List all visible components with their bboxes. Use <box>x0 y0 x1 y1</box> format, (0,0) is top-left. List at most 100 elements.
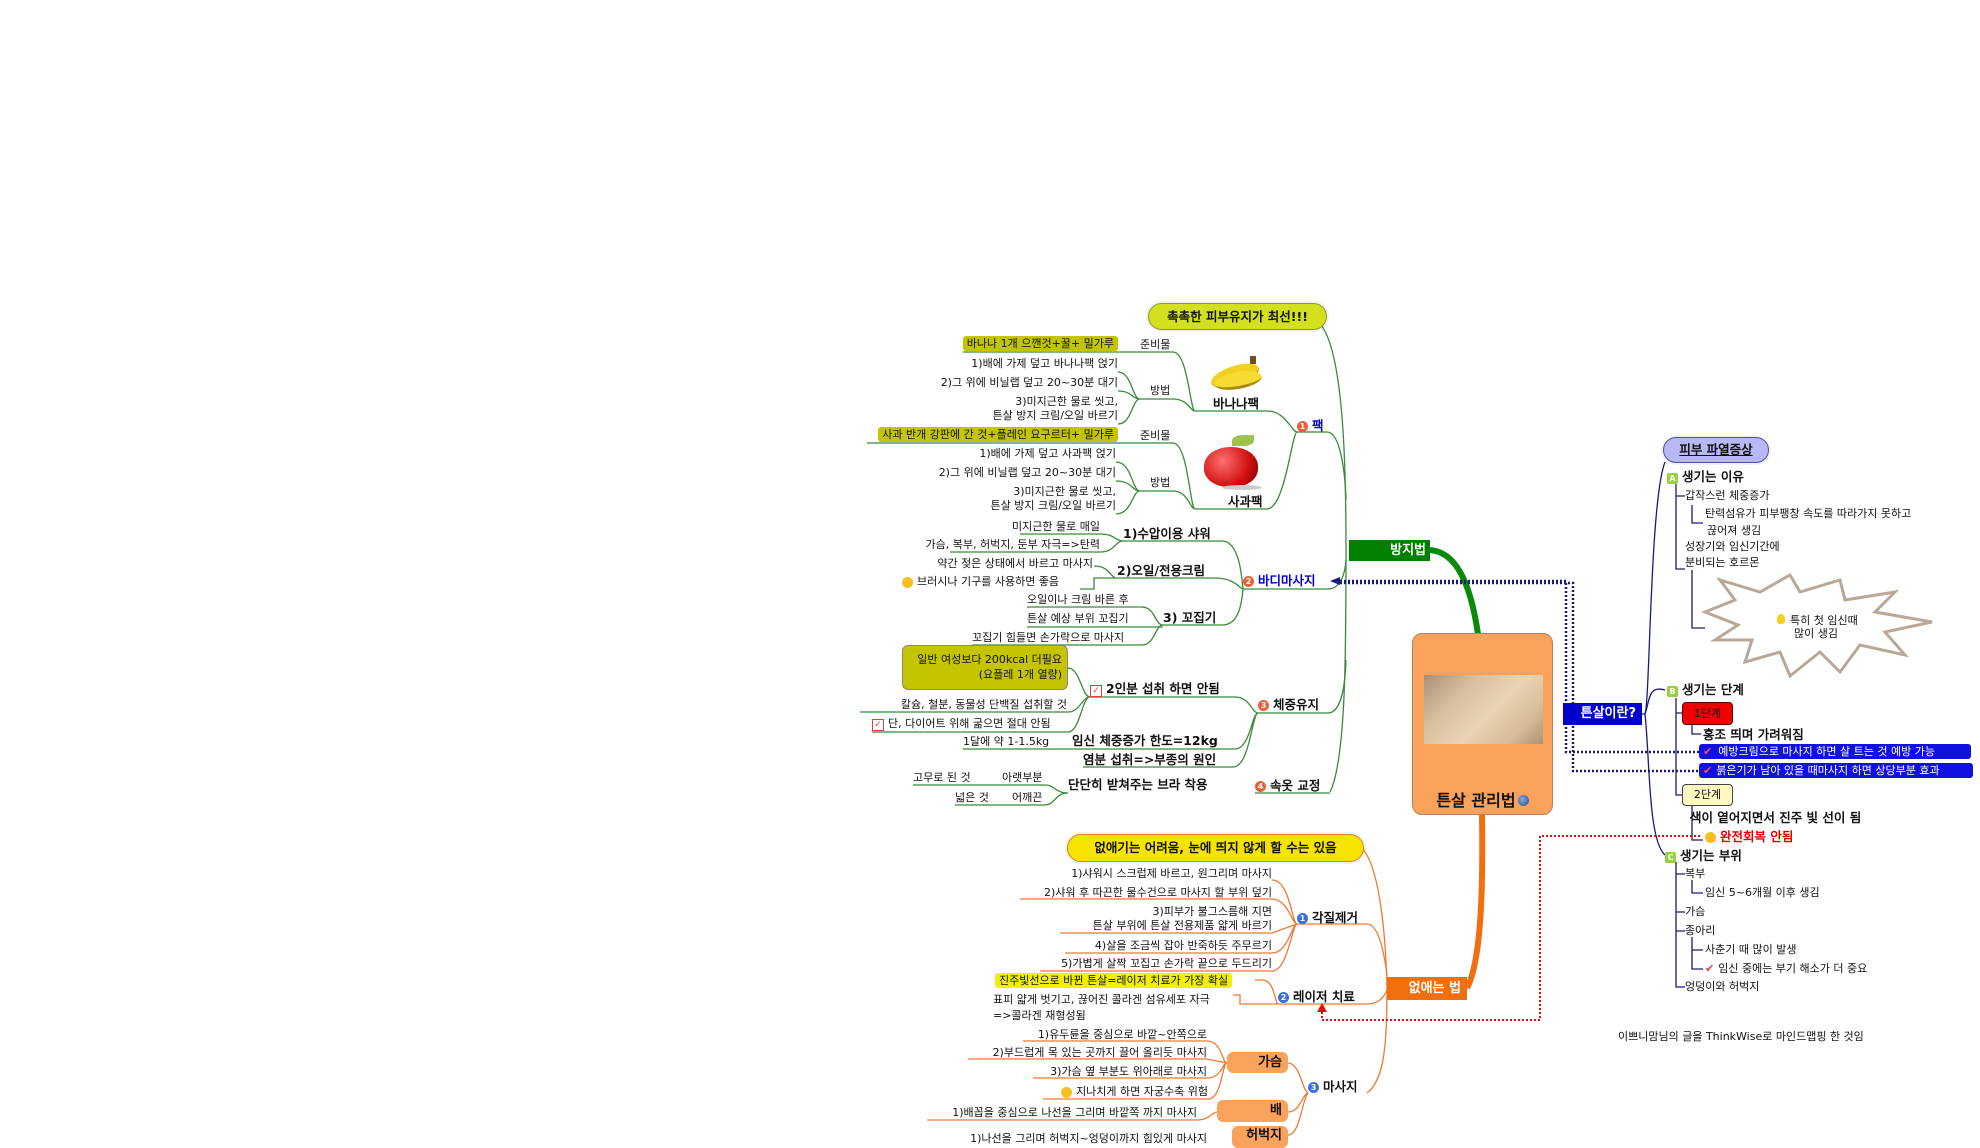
globe-icon <box>1517 795 1529 806</box>
location-abdomen: 복부 <box>1685 867 1706 880</box>
chest-step-1: 1)유두륜을 중심으로 바깥~안쪽으로 <box>1037 1028 1207 1041</box>
stage-1-note-2: ✔붉은기가 남아 있을 때마사지 하면 상당부분 효과 <box>1699 763 1973 778</box>
stage-2-warning: 완전회복 안됨 <box>1705 829 1793 844</box>
location-chest: 가슴 <box>1685 905 1706 918</box>
cause-2: 성장기와 임신기간에 <box>1685 540 1780 553</box>
exfoliation-step-3b: 튼살 부위에 튼살 전용제품 얇게 바르기 <box>1092 919 1272 932</box>
letter-a-icon: A <box>1667 473 1678 484</box>
belly-step-1: 1)배꼽을 중심으로 나선을 그리며 바깥쪽 까지 마사지 <box>952 1106 1197 1119</box>
bra-part-strap: 어깨끈 <box>1012 791 1043 804</box>
prevention-callout: 촉촉한 피부유지가 최선!!! <box>1148 303 1327 330</box>
salt-node[interactable]: 염분 섭취=>부종의 원인 <box>1083 752 1217 767</box>
banana-step-1: 1)배에 가제 덮고 바나나팩 얹기 <box>971 357 1118 370</box>
cause-1-detail-b: 끊어져 생김 <box>1707 524 1762 537</box>
no-diet-item: ✓단, 다이어트 위해 굶으면 절대 안됨 <box>872 717 1051 731</box>
apple-step-1: 1)배에 가제 덮고 사과팩 얹기 <box>979 447 1116 460</box>
sad-face-icon <box>1061 1086 1073 1098</box>
apple-pack-node[interactable]: 사과팩 <box>1228 494 1263 509</box>
banana-materials-label: 준비물 <box>1140 338 1171 351</box>
chest-step-2: 2)부드럽게 목 있는 곳까지 끌어 올리듯 마사지 <box>992 1046 1207 1059</box>
monthly-gain: 1달에 약 1-1.5kg <box>963 735 1050 748</box>
apple-step-3: 3)미지근한 물로 씻고, <box>1013 485 1116 498</box>
pinch-item-3: 꼬집기 힘들면 손가락으로 마사지 <box>972 631 1125 644</box>
pinch-node[interactable]: 3) 꼬집기 <box>1163 610 1217 625</box>
laser-highlight: 진주빛선으로 바뀐 튼살=레이저 치료가 가장 확실 <box>995 973 1233 988</box>
lightbulb-icon <box>1777 614 1785 624</box>
banana-step-3: 3)미지근한 물로 씻고, <box>1015 395 1118 408</box>
about-callout: 피부 파열증상 <box>1663 437 1769 463</box>
banana-step-3b: 튼살 방지 크림/오일 바르기 <box>992 409 1118 422</box>
exfoliation-step-2: 2)샤워 후 따끈한 물수건으로 마사지 할 부위 덮기 <box>1043 886 1272 899</box>
letter-c-icon: C <box>1665 852 1676 863</box>
exfoliation-step-3: 3)피부가 불그스름해 지면 <box>1152 905 1272 918</box>
bra-part-strap-value: 넓은 것 <box>955 791 989 804</box>
exfoliation-step-5: 5)가볍게 살짝 꼬집고 손가락 끝으로 두드리기 <box>1061 957 1272 970</box>
chest-step-3: 3)가슴 옆 부분도 위아래로 마사지 <box>1050 1065 1207 1078</box>
shower-node[interactable]: 1)수압이용 샤워 <box>1123 526 1211 541</box>
chest-warning: 지나치게 하면 자궁수축 위험 <box>1061 1085 1208 1098</box>
cream-node[interactable]: 2)오일/전용크림 <box>1117 563 1205 578</box>
about-branch[interactable]: 튼살이란? <box>1563 703 1642 725</box>
apple-step-3b: 튼살 방지 크림/오일 바르기 <box>990 499 1116 512</box>
stage-2-box[interactable]: 2단계 <box>1682 784 1733 806</box>
banana-pack-node[interactable]: 바나나팩 <box>1213 396 1260 411</box>
number-2-icon: 2 <box>1278 992 1289 1003</box>
cause-1: 갑작스런 체중증가 <box>1685 489 1770 502</box>
location-hip-thigh: 엉덩이와 허벅지 <box>1685 980 1760 993</box>
pinch-item-1: 오일이나 크림 바른 후 <box>1027 593 1129 606</box>
cause-2b: 분비되는 호르몬 <box>1685 556 1760 569</box>
calorie-note-box: 일반 여성보다 200kcal 더필요(요플레 1개 열량) <box>902 645 1068 690</box>
central-topic[interactable]: 튼살 관리법 <box>1412 633 1553 815</box>
weight-limit-node[interactable]: 임신 체중증가 한도=12kg <box>1072 733 1218 748</box>
bra-part-bottom-value: 고무로 된 것 <box>913 771 971 784</box>
cause-1-detail: 탄력섬유가 피부팽창 속도를 따라가지 못하고 <box>1705 507 1912 520</box>
cream-item-2: 브러시나 기구를 사용하면 좋음 <box>902 575 1059 588</box>
smile-icon <box>902 576 913 588</box>
footer-credit: 이쁘니맘님의 글을 ThinkWise로 마인드맵핑 한 것임 <box>1618 1030 1864 1043</box>
banana-method-label: 방법 <box>1150 384 1171 397</box>
checkbox-icon: ✓ <box>872 719 884 731</box>
exfoliation-step-4: 4)살을 조금씩 잡아 반죽하듯 주무르기 <box>1094 939 1272 952</box>
exfoliation-step-1: 1)샤워시 스크럽제 바르고, 원그리며 마사지 <box>1071 867 1272 880</box>
number-3-icon: 3 <box>1308 1082 1319 1093</box>
number-1-icon: 1 <box>1297 913 1308 924</box>
no-double-eating-node[interactable]: ✓2인분 섭취 하면 안됨 <box>1090 681 1220 697</box>
prevention-branch[interactable]: 방지법 <box>1349 540 1430 561</box>
thigh-node[interactable]: 허벅지 <box>1232 1126 1288 1148</box>
checkbox-icon: ✓ <box>1090 685 1102 697</box>
location-abdomen-note: 임신 5~6개월 이후 생김 <box>1705 886 1820 899</box>
shower-item-1: 미지근한 물로 매일 <box>1012 520 1100 533</box>
stretch-mark-photo <box>1424 675 1543 744</box>
checkmark-icon: ✔ <box>1703 745 1713 758</box>
stage-2-desc: 색이 옅어지면서 진주 빛 선이 됨 <box>1690 810 1862 825</box>
priority-4-icon: 4 <box>1255 781 1266 792</box>
removal-callout: 없애기는 어려움, 눈에 띄지 않게 할 수는 있음 <box>1067 834 1364 862</box>
stage-1-note-1: ✔예방크림으로 마사지 하면 살 트는 것 예방 가능 <box>1699 744 1971 759</box>
sad-face-icon <box>1705 832 1716 843</box>
nutrition-item: 칼슘, 철분, 동물성 단백질 섭취할 것 <box>900 698 1067 711</box>
stage-1-desc: 홍조 띄며 가려워짐 <box>1703 727 1804 742</box>
stage-1-box[interactable]: 1단계 <box>1682 702 1733 725</box>
apple-materials-label: 준비물 <box>1140 429 1171 442</box>
bra-node[interactable]: 단단히 받쳐주는 브라 착용 <box>1068 777 1208 792</box>
belly-node[interactable]: 배 <box>1217 1100 1288 1122</box>
checkmark-icon: ✔ <box>1703 764 1713 777</box>
apple-step-2: 2)그 위에 비닐랩 덮고 20~30분 대기 <box>938 466 1116 479</box>
priority-1-icon: 1 <box>1297 421 1308 432</box>
location-calf: 종아리 <box>1685 924 1716 937</box>
laser-item-2: =>콜라겐 재형성됨 <box>993 1009 1086 1022</box>
chest-node[interactable]: 가슴 <box>1227 1052 1288 1073</box>
removal-branch[interactable]: 없애는 법 <box>1387 977 1467 1000</box>
location-calf-note-1: 사춘기 때 많이 발생 <box>1705 943 1797 956</box>
